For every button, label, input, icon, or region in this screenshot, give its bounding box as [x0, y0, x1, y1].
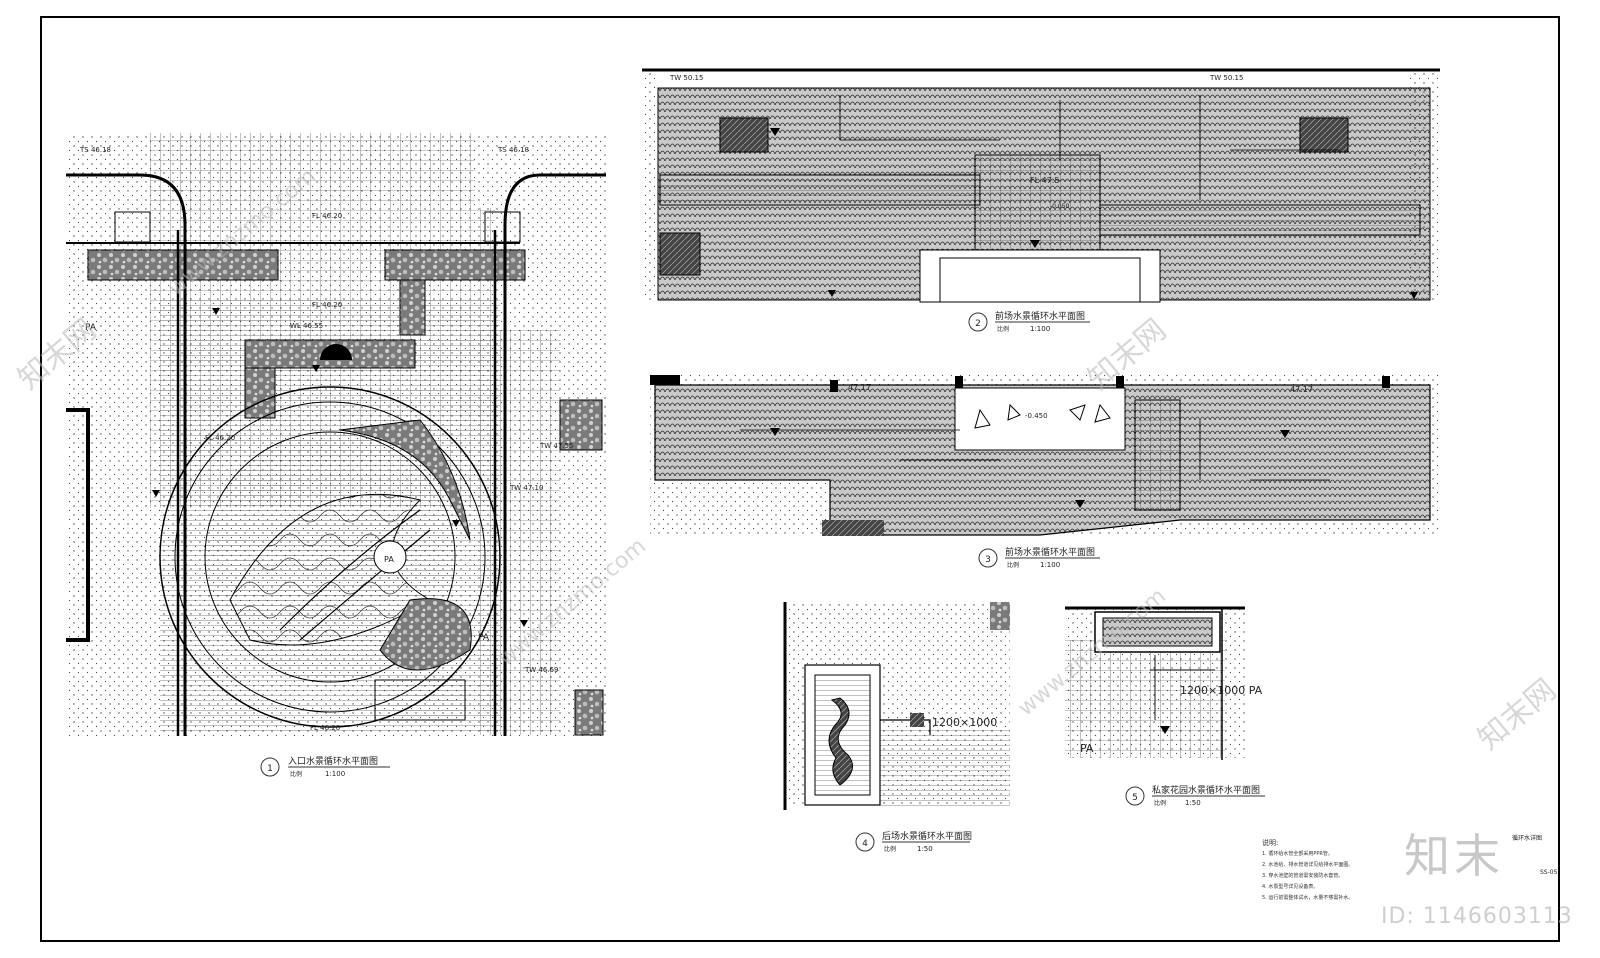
- plan-2-title: 2 前场水景循环水平面图 比例 1:100: [968, 310, 1090, 333]
- note-line: 4. 水泵型号详见设备表。: [1262, 884, 1319, 890]
- svg-text:3: 3: [985, 555, 991, 565]
- plan-1-drawing: TS 46.18 TS 46.18 FL 46.20 FL 46.20 WL 4…: [66, 133, 606, 736]
- svg-text:私家花园水景循环水平面图: 私家花园水景循环水平面图: [1152, 784, 1260, 796]
- svg-text:前场水景循环水平面图: 前场水景循环水平面图: [1005, 546, 1095, 558]
- plan1-pa-1: PA: [85, 323, 97, 333]
- svg-text:2: 2: [975, 319, 981, 329]
- note-line: 3. 穿水池壁的管道需安装防水套管。: [1262, 873, 1344, 879]
- svg-text:4: 4: [862, 839, 868, 849]
- plan1-fl-3: FL 46.20: [205, 434, 235, 442]
- plan1-fl-top: FL 46.20: [312, 212, 342, 220]
- svg-text:1:100: 1:100: [325, 770, 345, 778]
- plan-3-drawing: 47.17 47.17 -0.450: [650, 375, 1440, 536]
- plan-3-title: 3 前场水景循环水平面图 比例 1:100: [978, 546, 1100, 569]
- plan-5-title: 5 私家花园水景循环水平面图 比例 1:50: [1125, 784, 1265, 807]
- plan3-fl-1: 47.17: [848, 383, 871, 392]
- plan-4-drawing: 1200×1000: [783, 602, 1010, 810]
- plan2-tw-left: TW 50.15: [669, 74, 703, 82]
- plan2-tw-right: TW 50.15: [1209, 74, 1243, 82]
- sheet-number: SS-05: [1540, 869, 1558, 876]
- plan1-pa-2: PA: [384, 555, 394, 564]
- drawing-notes: 说明: 1. 循环给水管全部采用PPR管。 2. 水池给、排水管道详见给排水平面…: [1262, 838, 1462, 904]
- plan1-ts-left: TS 46.18: [79, 146, 111, 154]
- plan1-fl-mid: FL 46.20: [312, 301, 342, 309]
- svg-text:比例: 比例: [997, 325, 1009, 333]
- plan1-tw-3: TW 46.69: [524, 666, 558, 674]
- plan4-dim: 1200×1000: [932, 716, 997, 729]
- svg-text:后场水景循环水平面图: 后场水景循环水平面图: [882, 830, 972, 842]
- image-id-badge: ID: 1146603113: [1381, 904, 1573, 929]
- plan-2-drawing: TW 50.15 TW 50.15 FL 47.5 -0.050: [642, 68, 1440, 303]
- svg-text:1:50: 1:50: [917, 845, 933, 853]
- plan-1-title: 1 入口水景循环水平面图 比例 1:100: [260, 755, 390, 778]
- plan-5-drawing: PA 1200×1000 PA: [1065, 606, 1263, 760]
- svg-text:1: 1: [267, 764, 273, 774]
- drawing-frame: [40, 16, 1560, 942]
- plan1-wl: WL 46.55: [290, 322, 323, 330]
- note-line: 5. 运行前需整体试水，水量不够需补水。: [1262, 895, 1354, 901]
- plan5-pa: PA: [1080, 742, 1094, 755]
- plan1-ts-right: TS 46.18: [497, 146, 529, 154]
- svg-text:比例: 比例: [884, 845, 896, 853]
- plan3-fl-2: 47.17: [1290, 385, 1313, 394]
- svg-text:入口水景循环水平面图: 入口水景循环水平面图: [288, 755, 378, 767]
- svg-text:1:100: 1:100: [1040, 561, 1060, 569]
- plan3-level: -0.450: [1025, 412, 1048, 420]
- svg-text:前场水景循环水平面图: 前场水景循环水平面图: [995, 310, 1085, 322]
- plan1-tw-2: TW 47.10: [509, 484, 543, 492]
- svg-text:比例: 比例: [1154, 799, 1166, 807]
- svg-text:1:100: 1:100: [1030, 325, 1050, 333]
- plan2-fl: FL 47.5: [1030, 176, 1059, 185]
- plan1-pa-3: PA: [478, 633, 490, 643]
- svg-text:5: 5: [1132, 793, 1138, 803]
- plan1-tw-1: TW 47.55: [539, 442, 573, 450]
- notes-heading: 说明:: [1262, 839, 1279, 847]
- svg-text:1:50: 1:50: [1185, 799, 1201, 807]
- plan-4-title: 4 后场水景循环水平面图 比例 1:50: [855, 830, 972, 853]
- brand-logo: 知末: [1404, 829, 1504, 883]
- svg-text:比例: 比例: [1007, 561, 1019, 569]
- plan2-level: -0.050: [1050, 203, 1070, 210]
- note-line: 1. 循环给水管全部采用PPR管。: [1262, 851, 1333, 857]
- plan1-fl-4: FL 46.20: [310, 724, 340, 732]
- sheet-title: 循环水详图: [1512, 834, 1542, 842]
- plan5-dim: 1200×1000 PA: [1180, 684, 1263, 697]
- note-line: 2. 水池给、排水管道详见给排水平面图。: [1262, 862, 1354, 868]
- svg-text:比例: 比例: [290, 770, 302, 778]
